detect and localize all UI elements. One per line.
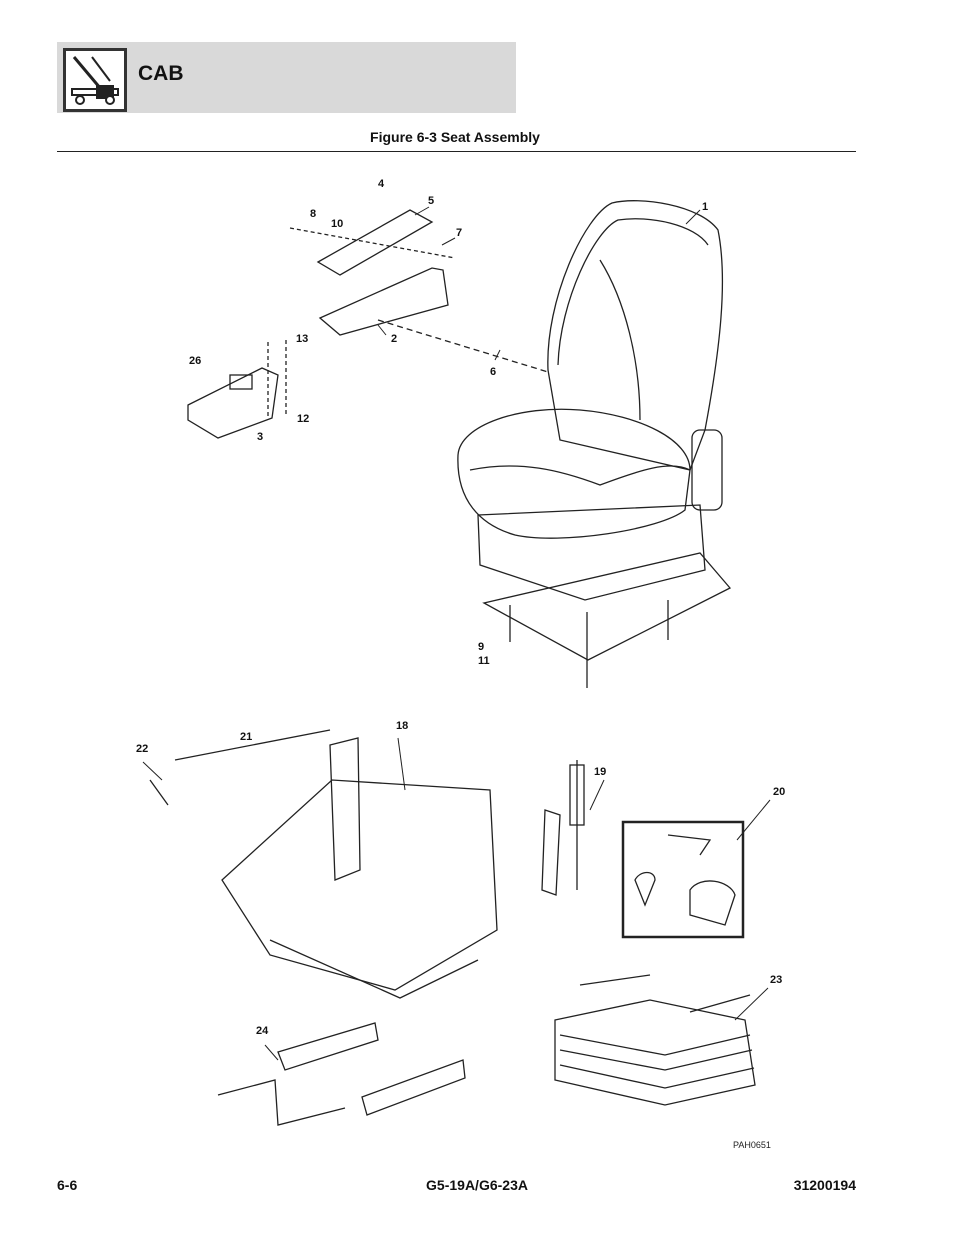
section-title: CAB (138, 62, 184, 85)
title-divider (57, 151, 856, 152)
callout-3: 3 (257, 431, 263, 443)
control-box-shape (187, 367, 279, 439)
callout-6: 6 (490, 366, 496, 378)
mounting-plate-shape (482, 552, 732, 661)
callout-2: 2 (391, 333, 397, 345)
callout-23: 23 (770, 974, 782, 986)
callout-18: 18 (396, 720, 408, 732)
callout-26: 26 (189, 355, 201, 367)
callout-11: 11 (478, 655, 490, 667)
armrest-pad-shape (316, 209, 434, 276)
callout-10: 10 (331, 218, 343, 230)
figure-title: Figure 6-3 Seat Assembly (370, 129, 540, 145)
header-band (57, 42, 516, 113)
callout-24: 24 (256, 1025, 269, 1037)
seat-cushion-shape (457, 408, 691, 539)
seat-rail-shape (277, 1022, 379, 1071)
callout-12: 12 (297, 413, 309, 425)
callout-4: 4 (378, 178, 385, 190)
footer-page-number: 6-6 (57, 1177, 78, 1193)
callout-22: 22 (136, 743, 148, 755)
suspension-frame-shape (221, 779, 498, 991)
callout-21: 21 (240, 731, 252, 743)
seat-back-shape (547, 200, 724, 471)
callout-19: 19 (594, 766, 606, 778)
callout-7: 7 (456, 227, 462, 239)
detail-box (621, 820, 745, 939)
lift-truck-icon (63, 48, 127, 112)
armrest-frame-shape (318, 267, 449, 336)
callout-13: 13 (296, 333, 308, 345)
callout-5: 5 (428, 195, 434, 207)
footer-model: G5-19A/G6-23A (426, 1177, 528, 1193)
footer-doc-number: 31200194 (793, 1177, 856, 1193)
art-id: PAH0651 (733, 1140, 771, 1150)
spring-pad-shape (554, 999, 756, 1106)
callout-1: 1 (702, 201, 708, 213)
callout-8: 8 (310, 208, 316, 220)
callout-20: 20 (773, 786, 785, 798)
callout-9: 9 (478, 641, 484, 653)
